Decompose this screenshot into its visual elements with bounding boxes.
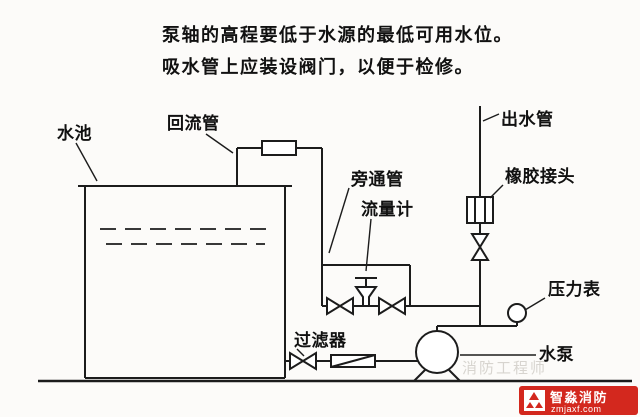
label-filter: 过滤器: [294, 330, 347, 357]
label-return-pipe: 回流管: [167, 113, 234, 154]
outlet-pipe: [466, 106, 494, 326]
pump-icon: [413, 326, 461, 382]
badge-background: [519, 386, 638, 415]
svg-text:旁通管: 旁通管: [350, 169, 404, 189]
label-pressure-gauge: 压力表: [524, 279, 601, 311]
label-outlet-pipe: 出水管: [482, 109, 554, 129]
badge-site-text: zmjaxf.com: [551, 404, 602, 414]
callouts: 水池 回流管 旁通管 流量计 出水管 橡胶接头 压力表 过滤器: [57, 109, 601, 364]
svg-text:流量计: 流量计: [361, 199, 414, 219]
faint-watermark: 消防工程师: [462, 360, 547, 377]
gate-valve-icon: [378, 296, 406, 316]
label-pump: 水泵: [460, 344, 574, 364]
rubber-joint-icon: [466, 196, 494, 224]
label-tank: 水池: [57, 123, 98, 182]
label-bypass-pipe: 旁通管: [328, 169, 404, 254]
suction-pipe: [285, 351, 419, 371]
svg-text:水池: 水池: [57, 123, 92, 143]
svg-text:水泵: 水泵: [539, 344, 574, 364]
label-flow-meter: 流量计: [361, 199, 414, 272]
badge-brand-text: 智淼消防: [550, 390, 608, 405]
watermark-badge: 智淼消防 zmjaxf.com: [519, 386, 638, 415]
svg-text:橡胶接头: 橡胶接头: [505, 166, 575, 186]
header-caption: 泵轴的高程要低于水源的最低可用水位。 吸水管上应装设阀门，以便于检修。: [162, 24, 513, 77]
svg-text:回流管: 回流管: [167, 113, 220, 133]
flow-meter-icon: [354, 277, 378, 307]
header-line-2: 吸水管上应装设阀门，以便于检修。: [162, 56, 474, 77]
svg-text:过滤器: 过滤器: [294, 330, 347, 350]
pressure-gauge: [437, 303, 527, 327]
filter-icon: [330, 354, 376, 368]
svg-text:出水管: 出水管: [501, 109, 554, 129]
pressure-gauge-icon: [507, 303, 527, 323]
zhimiao-logo-icon: [526, 392, 543, 408]
gate-valve-icon: [289, 351, 317, 371]
header-line-1: 泵轴的高程要低于水源的最低可用水位。: [162, 24, 513, 45]
water-tank: [78, 185, 292, 379]
svg-text:压力表: 压力表: [548, 279, 601, 299]
return-pipe: [236, 140, 323, 306]
gate-valve-icon: [470, 233, 490, 261]
label-rubber-joint: 橡胶接头: [489, 166, 575, 199]
gate-valve-icon: [326, 296, 354, 316]
pipe-coupling-icon: [261, 140, 297, 156]
